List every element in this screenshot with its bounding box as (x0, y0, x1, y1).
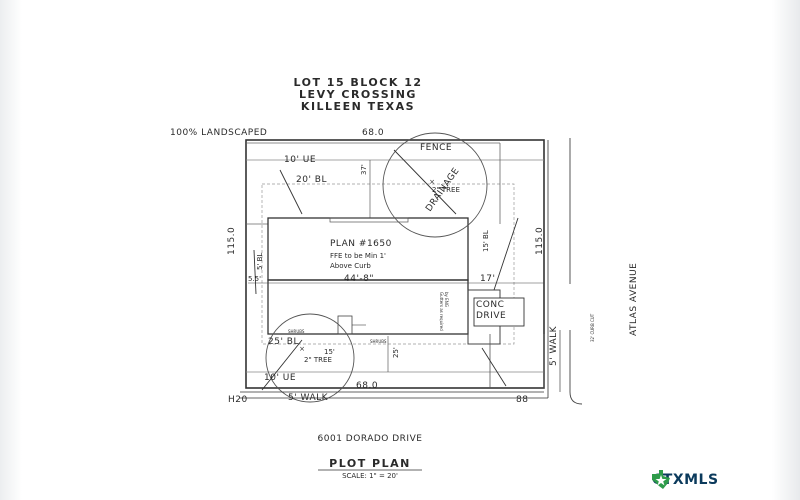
rear-patio (329, 217, 409, 223)
fence-label: FENCE (420, 143, 452, 153)
rear-yard-dim-label: 37' (360, 164, 368, 175)
front-walk-label: 5' WALK (288, 393, 329, 403)
plot-plan-title: PLOT PLAN (329, 457, 411, 470)
scan-edge-left (0, 0, 22, 500)
shrubs-right-label: SHRUBS (370, 339, 387, 344)
top-lot-width: 68.0 (362, 128, 384, 138)
drainage-arrow-2 (393, 149, 457, 215)
left-building-line-label: 5' BL (256, 253, 264, 270)
bottom-lot-width: 68.0 (356, 381, 378, 391)
side-walk-label: 5' WALK (549, 325, 559, 366)
curb-return (569, 391, 583, 405)
building-line-top-label: 20' BL (296, 175, 327, 185)
title-subdivision: LEVY CROSSING (299, 88, 417, 101)
right-side-dim-label: 17' (480, 274, 495, 284)
scan-edge-right (772, 0, 800, 500)
drainage-arrow-5 (481, 347, 507, 387)
tree-mark-front: × (299, 345, 305, 353)
gutter-note-line2: by ENG (444, 292, 449, 307)
tree-offset-label: 15' (324, 348, 335, 356)
corner-dim-label: 88 (516, 395, 528, 405)
gutter-note-line1: Gutters as required (439, 292, 444, 331)
lot-boundary (245, 139, 545, 389)
scale-label: SCALE: 1" = 20' (342, 472, 398, 480)
plan-number-label: PLAN #1650 (330, 239, 392, 249)
left-lot-depth: 115.0 (227, 227, 237, 255)
concrete-drive-label-box (473, 297, 525, 327)
right-lot-depth: 115.0 (535, 227, 545, 255)
utility-easement-bottom-label: 10' UE (264, 373, 296, 383)
drainage-arrow-4 (261, 339, 303, 391)
street-side-label: ATLAS AVENUE (629, 263, 639, 336)
drive-label: DRIVE (476, 311, 506, 321)
drainage-arrow-1 (279, 169, 303, 215)
drainage-arrow-6 (253, 249, 257, 295)
h20-label: H20 (228, 395, 248, 405)
address-label: 6001 DORADO DRIVE (318, 434, 423, 444)
ffe-label-line2: Above Curb (330, 262, 371, 270)
texas-star-icon (652, 470, 670, 489)
left-side-dim-label: 5.5' (248, 275, 261, 283)
tree-canopy-rear (382, 132, 488, 238)
house-width-label: 44'-8" (344, 274, 374, 284)
tree-rear-label: 2" TREE (432, 186, 460, 194)
front-yard-dim-label: 25' (392, 347, 400, 358)
utility-easement-top-label: 10' UE (284, 155, 316, 165)
front-building-line-label: 25' BL (268, 337, 299, 347)
house-footprint-lower (267, 279, 469, 335)
landscaped-label: 100% LANDSCAPED (170, 128, 267, 138)
ctxmls-watermark: CTXMLS (650, 470, 719, 490)
title-lot-block: LOT 15 BLOCK 12 (293, 76, 422, 89)
tree-mark-rear: × (429, 178, 435, 186)
drainage-arrow-3 (493, 217, 519, 291)
tree-front-label: 2" TREE (304, 356, 332, 364)
right-building-line-label: 15' BL (482, 230, 490, 252)
tree-canopy-front (265, 313, 355, 403)
curb-cut-label: 32' CURB CUT (590, 313, 595, 342)
shrubs-left-label: SHRUBS (288, 329, 305, 334)
conc-label: CONC (476, 300, 504, 310)
ffe-label-line1: FFE to be Min 1' (330, 252, 386, 260)
house-footprint-upper (267, 217, 469, 281)
title-city: KILLEEN TEXAS (301, 100, 415, 113)
